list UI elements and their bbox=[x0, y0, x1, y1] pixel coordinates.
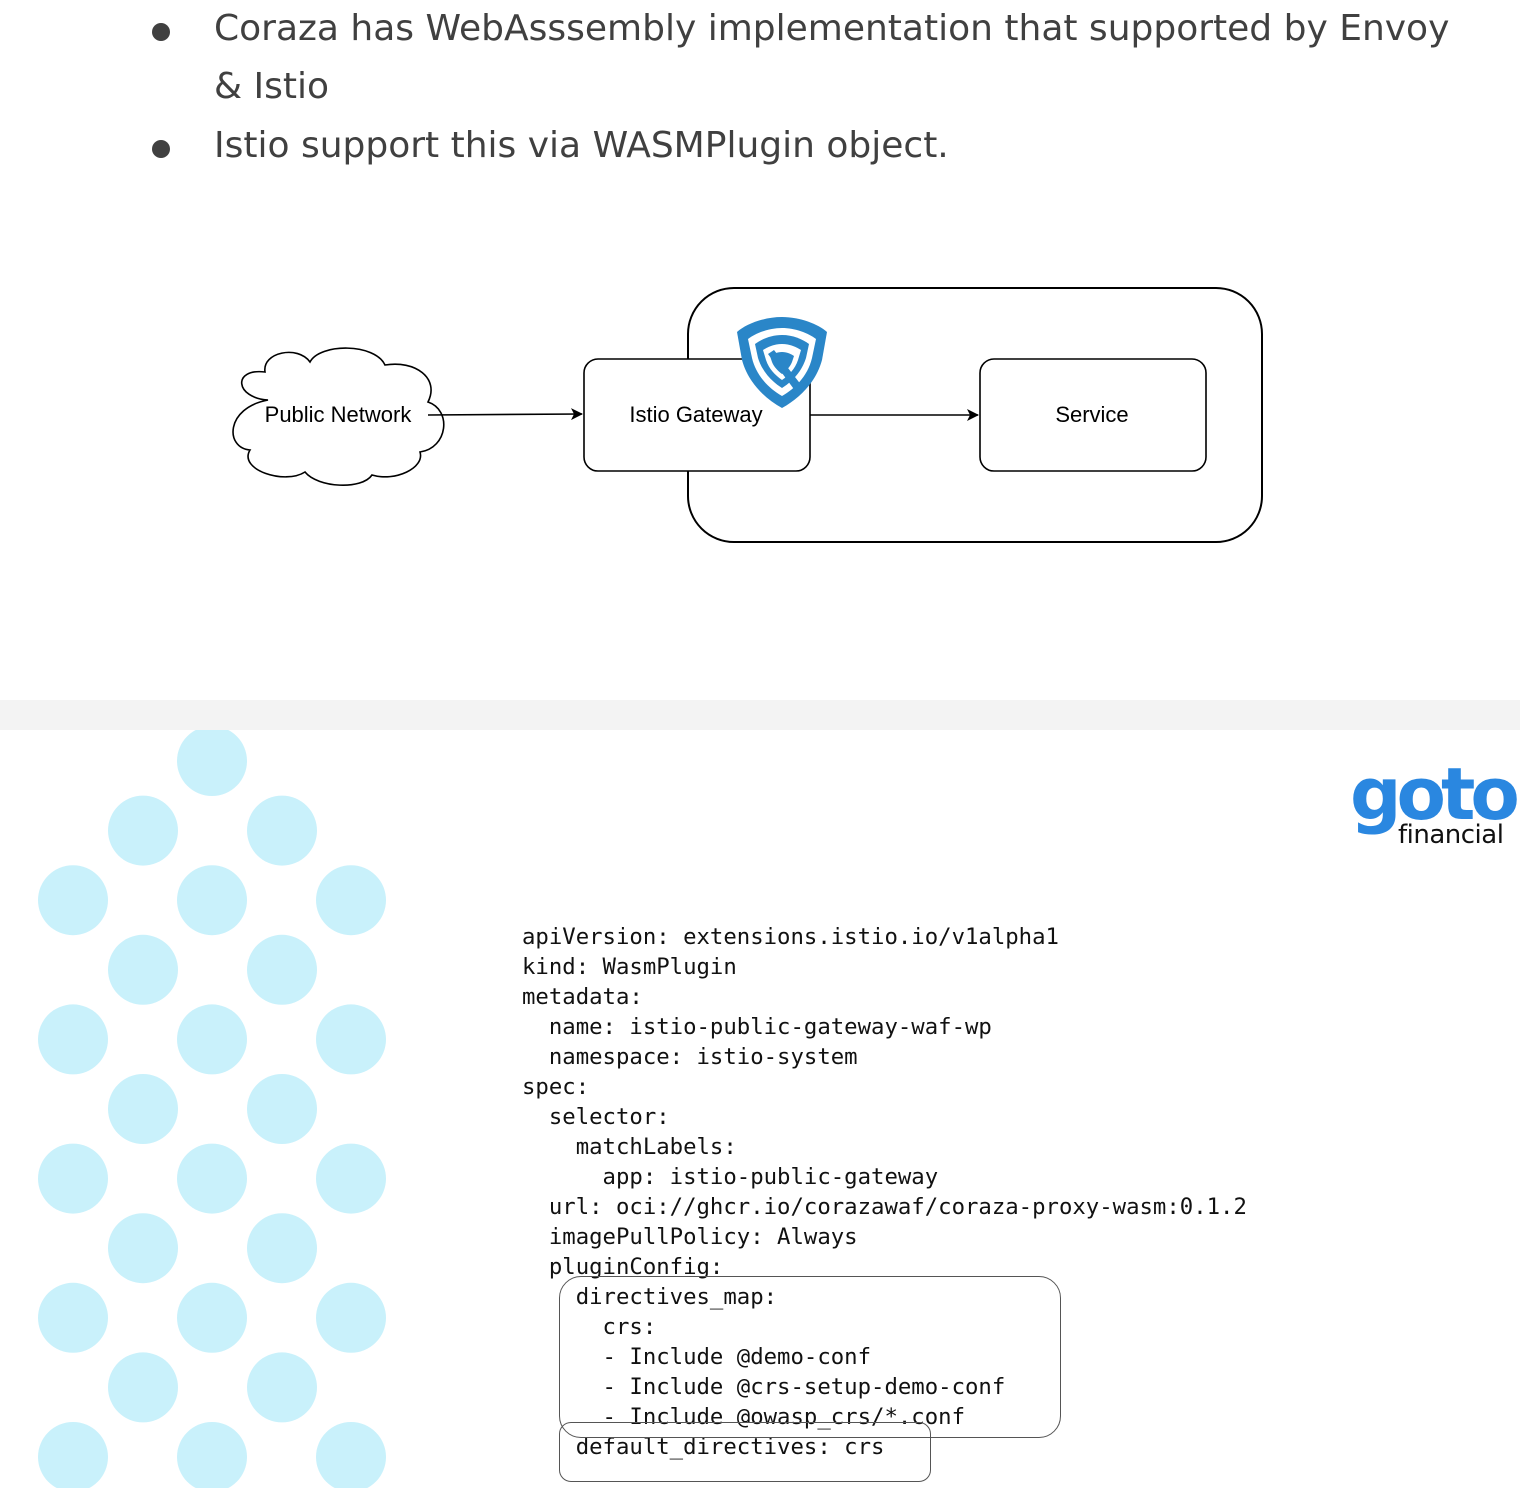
code-line: apiVersion: extensions.istio.io/v1alpha1 bbox=[522, 924, 1059, 950]
goto-financial-logo: goto financial bbox=[1350, 754, 1520, 856]
bullet-dot-icon bbox=[152, 140, 170, 158]
code-line: app: istio-public-gateway bbox=[522, 1164, 939, 1190]
code-line: name: istio-public-gateway-waf-wp bbox=[522, 1014, 992, 1040]
code-line: directives_map: bbox=[522, 1284, 778, 1310]
decorative-dot bbox=[177, 1004, 247, 1075]
decorative-dot bbox=[38, 1004, 108, 1075]
yaml-code-block: apiVersion: extensions.istio.io/v1alpha1… bbox=[522, 922, 1247, 1462]
decorative-dot bbox=[247, 1213, 317, 1284]
code-line: metadata: bbox=[522, 984, 643, 1010]
istio-gateway-node: Istio Gateway bbox=[583, 358, 811, 472]
code-line: selector: bbox=[522, 1104, 670, 1130]
decorative-dot bbox=[108, 1074, 178, 1144]
decorative-dot bbox=[247, 934, 317, 1005]
decorative-dot bbox=[247, 1352, 317, 1423]
decorative-dot bbox=[247, 795, 317, 866]
logo-primary-text: goto bbox=[1350, 752, 1520, 836]
decorative-dot bbox=[108, 1352, 178, 1423]
decorative-dot bbox=[247, 1074, 317, 1144]
decorative-dot bbox=[108, 934, 178, 1005]
decorative-dot bbox=[316, 1282, 386, 1353]
decorative-dot bbox=[177, 865, 247, 936]
code-line: pluginConfig: bbox=[522, 1254, 724, 1280]
decorative-dot bbox=[38, 865, 108, 936]
public-network-cloud: Public Network bbox=[232, 347, 445, 486]
code-line: namespace: istio-system bbox=[522, 1044, 858, 1070]
decorative-dot bbox=[177, 1282, 247, 1353]
istio-gateway-label: Istio Gateway bbox=[629, 402, 762, 427]
code-line: - Include @demo-conf bbox=[522, 1344, 872, 1370]
default-directives-highlight bbox=[559, 1422, 931, 1482]
service-label: Service bbox=[1055, 402, 1128, 427]
service-node: Service bbox=[979, 358, 1207, 472]
public-network-label: Public Network bbox=[265, 402, 413, 427]
decorative-dot bbox=[316, 1004, 386, 1075]
decorative-dot bbox=[177, 730, 247, 796]
decorative-dot bbox=[38, 1282, 108, 1353]
decorative-dot-pattern bbox=[38, 730, 386, 1488]
code-line: imagePullPolicy: Always bbox=[522, 1224, 858, 1250]
arrow-to-gateway bbox=[427, 408, 583, 421]
decorative-dot bbox=[108, 795, 178, 866]
decorative-dot bbox=[177, 1422, 247, 1488]
bullet-dot-icon bbox=[152, 23, 170, 41]
code-line: url: oci://ghcr.io/corazawaf/coraza-prox… bbox=[522, 1194, 1247, 1220]
slide-top: Coraza has WebAsssembly implementation t… bbox=[0, 0, 1520, 700]
code-line: kind: WasmPlugin bbox=[522, 954, 737, 980]
decorative-dot bbox=[316, 1422, 386, 1488]
directives-map-highlight bbox=[559, 1276, 1061, 1438]
architecture-diagram: Public Network Istio Gateway Service bbox=[232, 287, 1263, 543]
slide-bottom: goto financial apiVersion: extensions.is… bbox=[0, 730, 1520, 1488]
coraza-shield-icon bbox=[737, 317, 827, 408]
logo-secondary-text: financial bbox=[1398, 820, 1504, 850]
code-line: - Include @crs-setup-demo-conf bbox=[522, 1374, 1006, 1400]
bullet-text: Coraza has WebAsssembly implementation t… bbox=[214, 8, 1450, 107]
code-line: matchLabels: bbox=[522, 1134, 737, 1160]
code-line: default_directives: crs bbox=[522, 1434, 885, 1460]
decorative-dot bbox=[108, 1213, 178, 1284]
bullet-text: Istio support this via WASMPlugin object… bbox=[214, 125, 949, 166]
decorative-dot bbox=[38, 1143, 108, 1214]
decorative-dot bbox=[316, 865, 386, 936]
decorative-dot bbox=[316, 1143, 386, 1214]
decorative-dot bbox=[177, 1143, 247, 1214]
decorative-dot bbox=[38, 1422, 108, 1488]
code-line: crs: bbox=[522, 1314, 657, 1340]
slide-divider bbox=[0, 700, 1520, 730]
code-line: spec: bbox=[522, 1074, 590, 1100]
